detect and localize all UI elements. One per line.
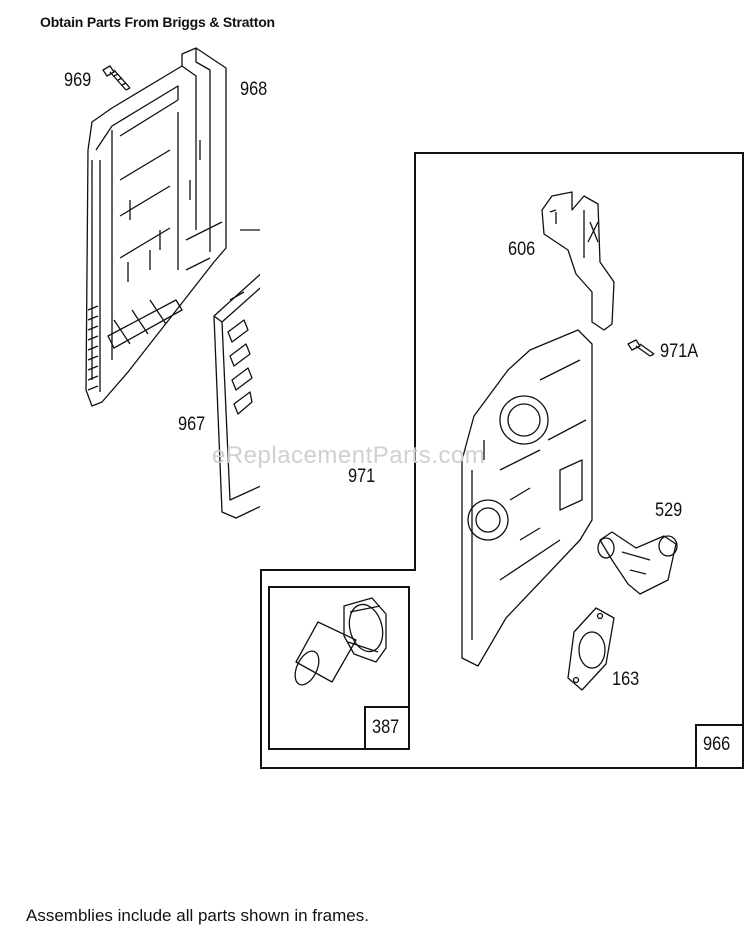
- frame-966-step: [260, 569, 416, 571]
- filter-element-387-drawing: [294, 597, 387, 686]
- part-label-387: 387: [372, 717, 400, 738]
- part-label-971: 971: [348, 466, 376, 487]
- diagram-footer-note: Assemblies include all parts shown in fr…: [26, 906, 369, 925]
- air-cleaner-base-968-drawing: [85, 47, 227, 407]
- part-label-529: 529: [655, 500, 683, 521]
- screw-971a-drawing: [627, 339, 655, 357]
- carburetor-housing-drawing: [461, 329, 593, 667]
- bracket-606-drawing: [541, 191, 615, 331]
- elbow-529-drawing: [597, 531, 678, 595]
- part-label-163: 163: [612, 669, 640, 690]
- frame-cutout: [260, 152, 414, 569]
- part-label-968: 968: [240, 79, 268, 100]
- diagram-header: Obtain Parts From Briggs & Stratton: [40, 14, 275, 30]
- part-label-966: 966: [703, 734, 731, 755]
- assembly-frame-387: [268, 586, 410, 750]
- gasket-163-drawing: [567, 607, 615, 691]
- watermark: eReplacementParts.com: [212, 442, 486, 469]
- part-label-967: 967: [178, 414, 206, 435]
- frame-966-left-edge-upper: [414, 152, 416, 571]
- part-number-box-387: [364, 706, 410, 750]
- part-label-971a: 971A: [660, 341, 699, 362]
- part-number-box-966: [695, 724, 744, 769]
- screw-969-drawing: [102, 65, 131, 91]
- part-label-606: 606: [508, 239, 536, 260]
- part-label-969: 969: [64, 70, 92, 91]
